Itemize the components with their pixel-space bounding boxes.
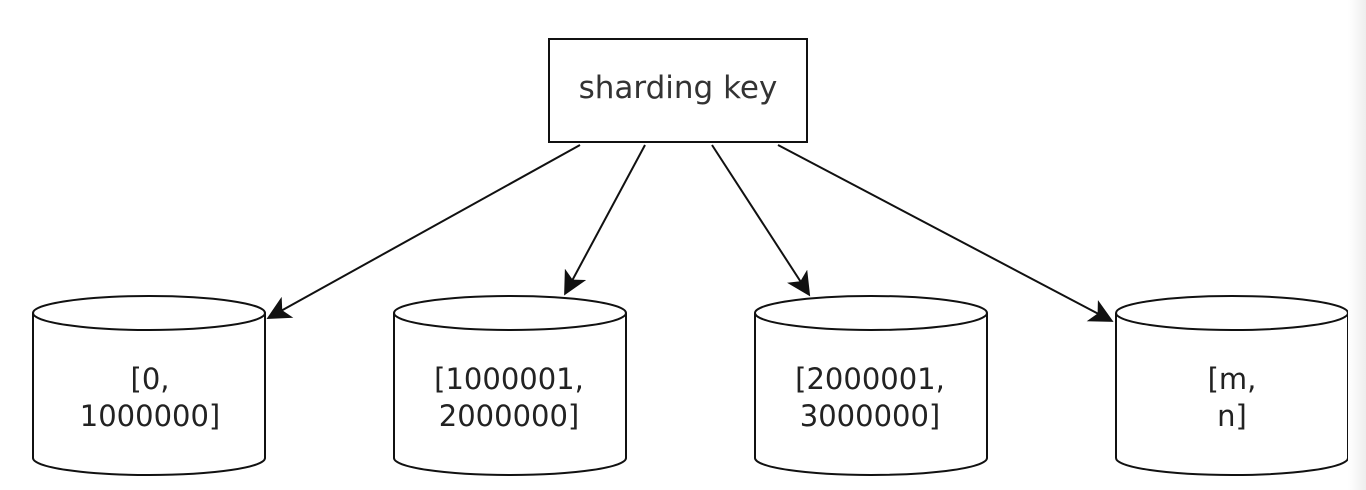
database-icon — [1115, 313, 1349, 476]
database-shard-2: [1000001, 2000000] — [393, 295, 627, 476]
arrow-to-shard-2 — [564, 144, 646, 296]
database-top — [393, 295, 627, 331]
sharding-key-label: sharding key — [579, 70, 778, 106]
database-icon — [393, 313, 627, 476]
database-shard-1: [0, 1000000] — [32, 295, 266, 476]
shard-2-range-end: 2000000] — [439, 399, 579, 433]
shard-4-range-end: n] — [1217, 399, 1247, 433]
arrow-to-shard-3 — [711, 144, 811, 297]
sharding-key-box — [548, 38, 808, 143]
database-shard-3: [2000001, 3000000] — [754, 295, 988, 476]
database-icon — [32, 313, 266, 476]
database-shard-4: [m, n] — [1115, 295, 1349, 476]
edge-shadow — [1348, 0, 1366, 490]
database-icon — [754, 313, 988, 476]
database-top — [1115, 295, 1349, 331]
shard-3-range-end: 3000000] — [800, 399, 940, 433]
shard-4-range-start: [m, — [1208, 362, 1257, 396]
shard-1-range-end: 1000000] — [80, 399, 220, 433]
shard-1-range-start: [0, — [131, 362, 170, 396]
database-top — [32, 295, 266, 331]
arrow-to-shard-1 — [266, 144, 581, 319]
database-top — [754, 295, 988, 331]
arrow-to-shard-4 — [777, 144, 1114, 322]
shard-3-range-start: [2000001, — [795, 362, 945, 396]
shard-2-range-start: [1000001, — [434, 362, 584, 396]
sharding-key-node: sharding key — [548, 38, 808, 143]
